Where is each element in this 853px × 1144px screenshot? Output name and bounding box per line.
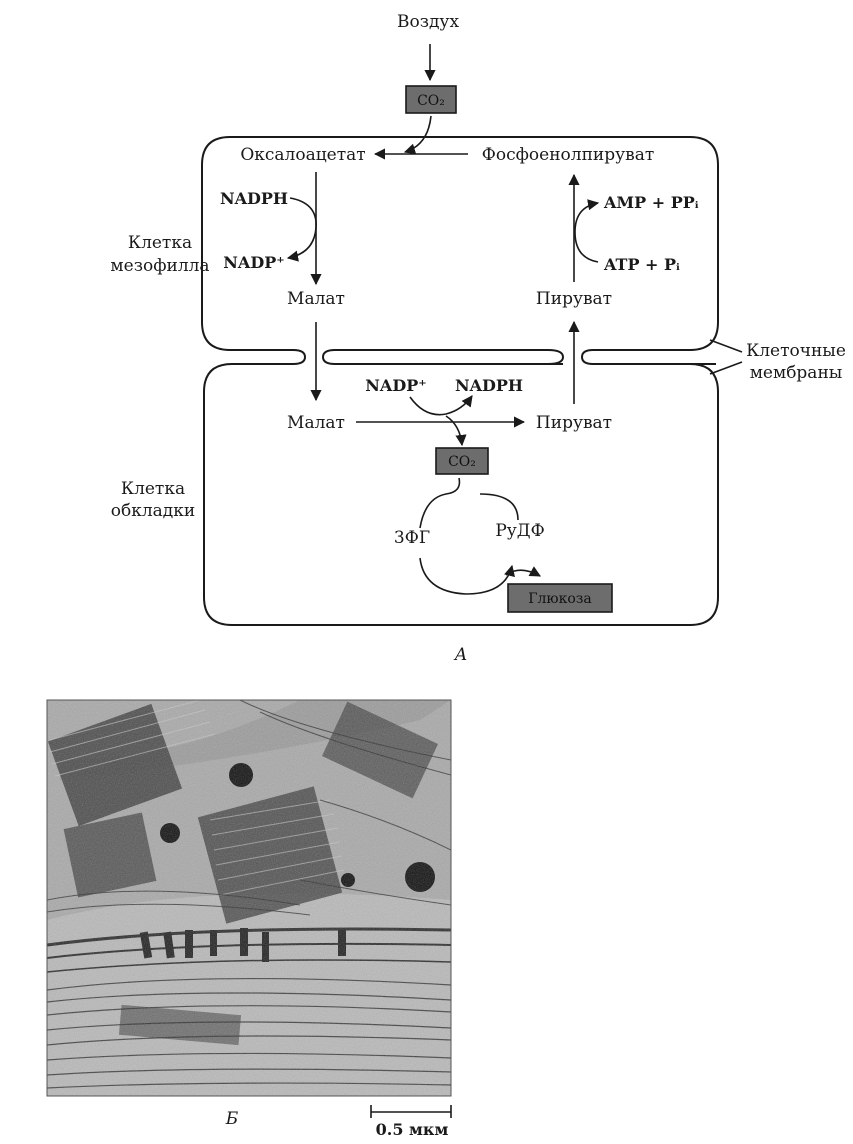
mesophyll-cell-label-line1: Клетка [128, 233, 192, 253]
panel-b-micrograph: Б 0.5 мкм [46, 699, 452, 1139]
bundle-cell-label-line1: Клетка [121, 479, 185, 499]
pep-label: Фосфоенолпируват [482, 145, 655, 165]
malate-mesophyll-label: Малат [287, 289, 345, 309]
glucose-box: Глюкоза [507, 583, 613, 613]
membrane-pointer-bottom [709, 361, 743, 375]
co2-release-arrow [445, 415, 467, 447]
membranes-label-line1: Клеточные [746, 341, 846, 361]
co2-top-box: CO₂ [405, 85, 457, 114]
panel-b-caption: Б [225, 1109, 239, 1129]
nadph-mesophyll-label: NADPH [220, 189, 288, 208]
pyruvate-mesophyll-label: Пируват [536, 289, 612, 309]
glucose-output-arrow [505, 566, 541, 577]
panel-a-caption: A [453, 645, 467, 665]
membrane-pointer-top [709, 339, 743, 353]
nadph-bundle-label: NADPH [455, 376, 523, 395]
glucose-label: Глюкоза [528, 591, 592, 607]
nadp-bundle-label: NADP⁺ [365, 376, 426, 395]
atp-pi-label: ATP + Pᵢ [603, 255, 680, 274]
pyruvate-bundle-label: Пируват [536, 413, 612, 433]
mesophyll-cell-membrane [201, 136, 719, 365]
co2-top-label: CO₂ [417, 93, 445, 109]
rubp-label: РуДФ [495, 521, 544, 541]
amp-ppi-label: AMP + PPᵢ [603, 193, 699, 212]
air-label: Воздух [397, 12, 459, 32]
pga-label: 3ФГ [394, 528, 430, 548]
oxaloacetate-label: Оксалоацетат [240, 145, 365, 165]
calvin-cycle-arc-in [419, 477, 461, 529]
scale-bar-label: 0.5 мкм [376, 1120, 449, 1139]
bundle-sheath-cell-membrane [203, 356, 719, 626]
co2-bundle-box: CO₂ [435, 447, 489, 475]
membranes-label-line2: мембраны [750, 363, 843, 383]
malate-bundle-label: Малат [287, 413, 345, 433]
calvin-cycle-arc-right [479, 493, 519, 521]
bundle-cell-label-line2: обкладки [111, 501, 195, 521]
mesophyll-cell-label-line2: мезофилла [110, 256, 209, 276]
micrograph-image [47, 700, 451, 1096]
panel-a-diagram: Воздух CO₂ Оксалоацетат Фосфоенолпируват… [110, 12, 846, 665]
calvin-cycle-arc-bottom [419, 557, 515, 595]
nadp-mesophyll-label: NADP⁺ [223, 253, 284, 272]
co2-fixation-arrow [403, 115, 432, 155]
co2-bundle-label: CO₂ [448, 454, 476, 470]
scale-bar: 0.5 мкм [370, 1105, 452, 1139]
atp-consumption-arc [574, 199, 600, 263]
nadph-oxidation-arc [286, 197, 317, 262]
nadp-reduction-arc [409, 395, 473, 416]
